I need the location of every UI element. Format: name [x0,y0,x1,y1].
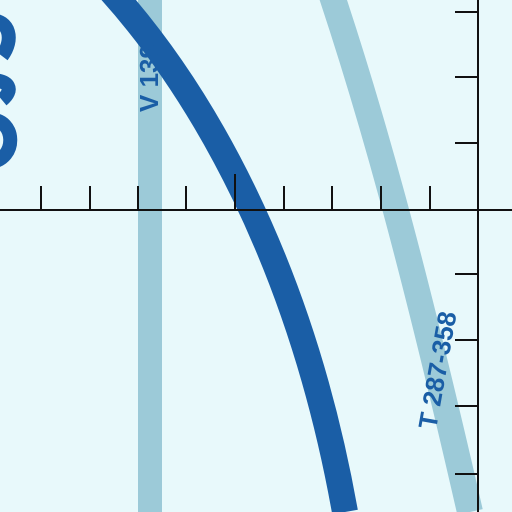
victor-airway-label: V 139- [134,35,164,112]
rnav-route-line [319,0,483,512]
vertical-scale [455,0,479,512]
horizontal-scale [0,174,512,211]
major-route-line [101,0,358,512]
cutoff-numeral [0,14,18,167]
